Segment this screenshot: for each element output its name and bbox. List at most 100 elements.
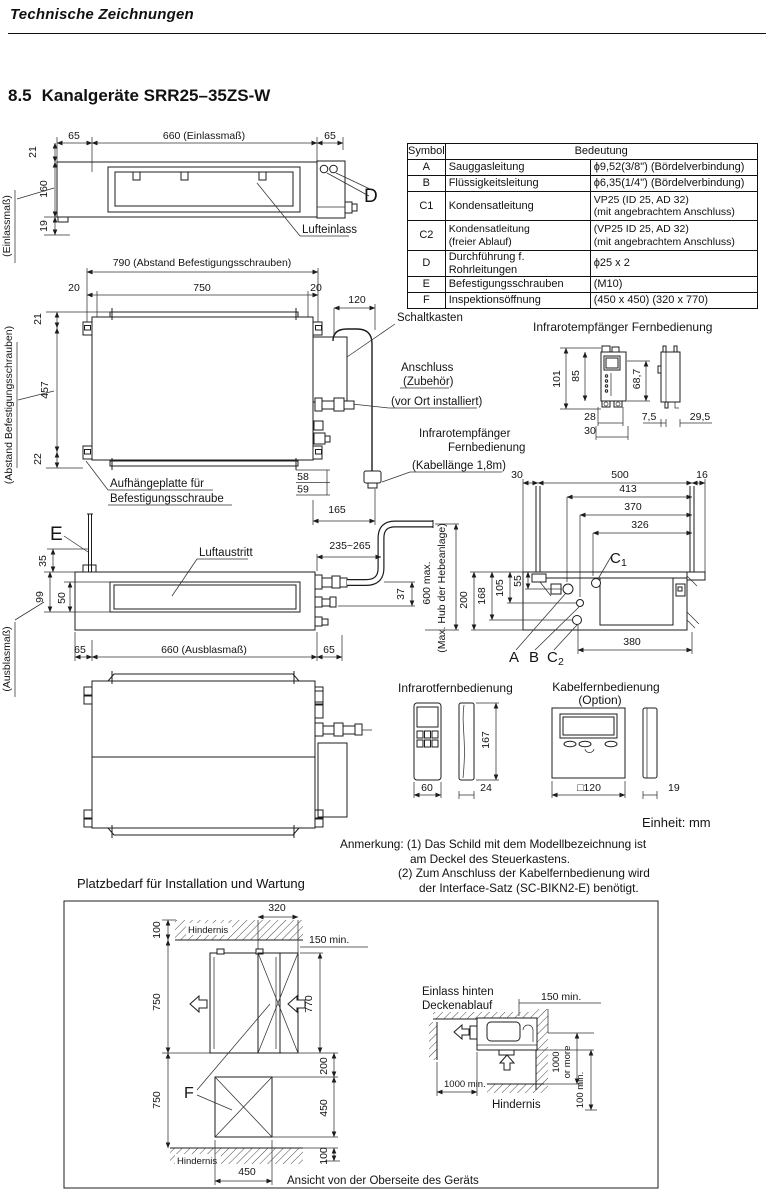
dim-750-bottom: 750 — [151, 1091, 163, 1109]
label-c2-sub: 2 — [558, 656, 564, 668]
left-wall-hatch — [429, 1022, 437, 1060]
dim-16: 16 — [696, 469, 708, 481]
dim-500: 500 — [611, 469, 629, 481]
label-c1: C — [610, 550, 621, 567]
dim-58: 58 — [297, 471, 309, 483]
dim-168: 168 — [476, 587, 488, 605]
wall-hatch — [536, 1009, 548, 1090]
label-e: E — [50, 524, 63, 545]
floor-hatch-right — [487, 1084, 544, 1093]
label-hindernis-bottom: Hindernis — [177, 1156, 217, 1167]
label-kabellaenge: (Kabellänge 1,8m) — [412, 460, 506, 472]
section-name: Kanalgeräte SRR25–35ZS-W — [41, 86, 271, 105]
cable-remote-option: (Option) — [578, 693, 621, 707]
remark-line-1: Anmerkung: (1) Das Schild mit dem Modell… — [340, 837, 647, 851]
remark-block: Anmerkung: (1) Das Schild mit dem Modell… — [340, 837, 650, 895]
label-einlass-hinten: Einlass hinten — [422, 986, 494, 998]
dim-101: 101 — [551, 370, 563, 388]
bottom-view-drawing — [83, 671, 372, 838]
dim-37: 37 — [395, 588, 407, 600]
cable-remote-title: Kabelfernbedienung — [552, 680, 659, 694]
dim-600-sub: (Max. Hub der Hebeanlage) — [436, 523, 448, 653]
dim-21: 21 — [27, 146, 39, 158]
dim-28: 28 — [584, 411, 596, 423]
dim-750-top: 750 — [151, 993, 163, 1011]
dim-100-bottom: 100 — [318, 1147, 330, 1165]
refrigerant-pipes — [314, 520, 434, 627]
dim-29-5: 29,5 — [690, 411, 711, 423]
remark-line-3: (2) Zum Anschluss der Kabelfernbedienung… — [398, 866, 650, 881]
dim-35: 35 — [37, 555, 49, 567]
dim-150-min-right: 150 min. — [541, 991, 581, 1003]
dim-100-top: 100 — [151, 921, 163, 939]
cross-section-drawing: 30 500 16 413 370 326 — [458, 469, 708, 668]
label-b: B — [529, 649, 539, 666]
dim-60: 60 — [421, 782, 433, 794]
dim-200-ins: 200 — [318, 1057, 330, 1075]
dim-1000-or-more-2: or more — [562, 1046, 573, 1079]
hanger-brackets — [82, 321, 323, 460]
dim-160: 160 — [38, 180, 50, 198]
label-hindernis-top: Hindernis — [188, 925, 228, 936]
dim-413: 413 — [619, 483, 637, 495]
installation-title: Platzbedarf für Installation und Wartung — [77, 876, 305, 891]
dim-457: 457 — [39, 381, 51, 399]
dim-770: 770 — [303, 995, 315, 1013]
label-c2: C — [547, 649, 558, 666]
label-anschluss: Anschluss — [401, 362, 454, 374]
axis-abstand: (Abstand Befestigungsschrauben) — [3, 326, 15, 484]
dim-450-bottom: 450 — [238, 1166, 256, 1178]
axis-einlassmass: (Einlassmaß) — [1, 195, 13, 257]
label-zubehoer: (Zubehör) — [403, 376, 454, 388]
dim-235-265: 235~265 — [329, 540, 370, 552]
caption-top-view: Ansicht von der Oberseite des Geräts — [287, 1175, 479, 1187]
dim-326: 326 — [631, 519, 649, 531]
dim-20-right: 20 — [310, 282, 322, 294]
label-luftaustritt: Luftaustritt — [199, 547, 253, 559]
dim-167: 167 — [480, 731, 492, 749]
table-header-symbol: Symbol — [407, 143, 446, 160]
label-aufhaengeplatte: Aufhängeplatte für — [110, 478, 204, 490]
dim-19: 19 — [668, 782, 680, 794]
dim-55: 55 — [512, 575, 524, 587]
dim-450-right: 450 — [318, 1099, 330, 1117]
section-title: 8.5 Kanalgeräte SRR25–35ZS-W — [8, 86, 270, 106]
label-d: D — [364, 186, 378, 207]
dim-320: 320 — [268, 902, 286, 914]
dim-1000-min: 1000 min. — [444, 1079, 486, 1090]
dim-120-sq: □120 — [577, 782, 601, 794]
dim-150-min: 150 min. — [309, 934, 349, 946]
dim-65-left: 65 — [68, 130, 80, 142]
label-lufteinlass: Lufteinlass — [302, 224, 357, 236]
dim-120: 120 — [348, 294, 366, 306]
ir-receiver-drawing: Infrarotempfänger Fernbedienung 101 85 6… — [533, 320, 712, 440]
dim-370: 370 — [624, 501, 642, 513]
dim-65l-sv: 65 — [74, 644, 86, 656]
dim-105: 105 — [494, 579, 506, 597]
axis-ausblasmass: (Ausblasmaß) — [1, 626, 13, 691]
dim-380: 380 — [623, 636, 641, 648]
dim-30: 30 — [584, 425, 596, 437]
dim-85: 85 — [570, 370, 582, 382]
label-schaltkasten: Schaltkasten — [397, 312, 463, 324]
dim-660-einlass: 660 (Einlassmaß) — [163, 130, 245, 142]
dim-22: 22 — [32, 453, 44, 465]
dim-20-left: 20 — [68, 282, 80, 294]
label-deckenablauf: Deckenablauf — [422, 1000, 493, 1012]
label-a: A — [509, 649, 519, 666]
dim-30-cs: 30 — [511, 469, 523, 481]
section-number: 8.5 — [8, 86, 32, 105]
unit-note: Einheit: mm — [642, 815, 711, 830]
label-f: F — [184, 1085, 194, 1102]
dim-7-5: 7,5 — [642, 411, 657, 423]
remark-line-4: der Interface-Satz (SC-BIKN2-E) benötigt… — [419, 880, 639, 895]
label-ir-empfaenger: Infrarotempfänger — [419, 428, 511, 440]
